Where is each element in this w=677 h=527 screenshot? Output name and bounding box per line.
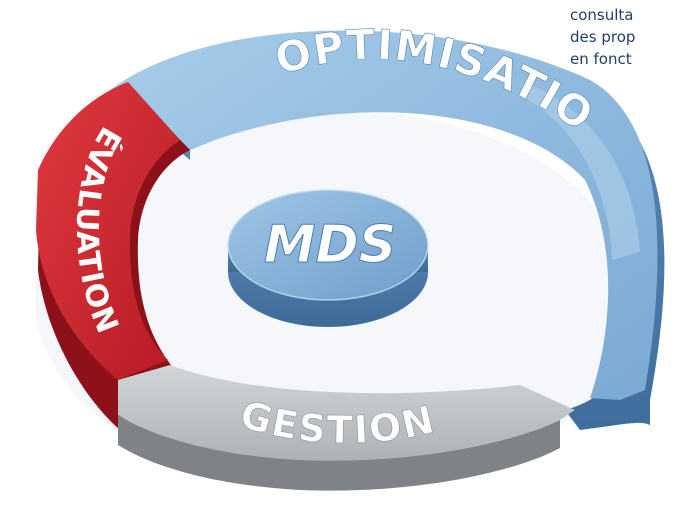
center-label: MDS <box>264 215 396 275</box>
optimisation-segment <box>110 30 665 430</box>
side-text-excerpt: consulta des prop en fonct <box>570 4 677 70</box>
center-disc <box>227 189 429 327</box>
evaluation-segment <box>36 82 190 430</box>
side-text-line: consulta <box>570 6 634 24</box>
gestion-segment <box>118 365 575 491</box>
side-text-line: en fonct <box>570 50 632 68</box>
side-text-line: des prop <box>570 28 636 46</box>
